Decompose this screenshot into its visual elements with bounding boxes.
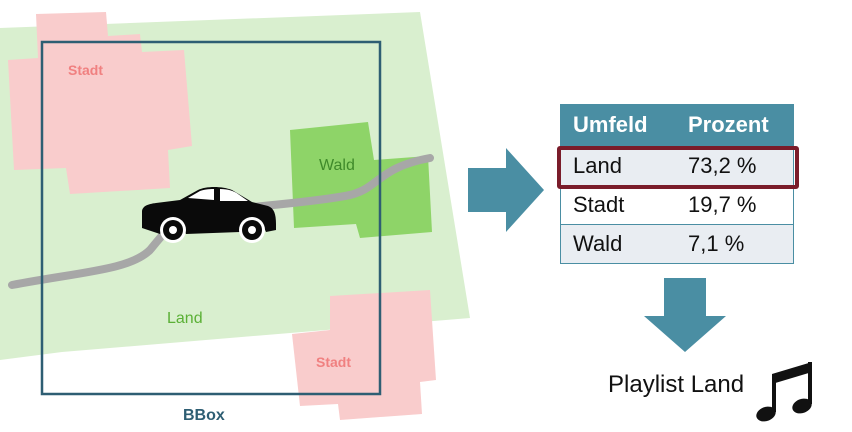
label-city-top: Stadt (68, 62, 103, 78)
forest-area (290, 122, 432, 238)
table-header-row: Umfeld Prozent (560, 104, 794, 147)
cell-umfeld: Land (560, 146, 676, 186)
cell-prozent: 73,2 % (676, 146, 794, 186)
cell-prozent: 19,7 % (676, 185, 794, 225)
header-umfeld: Umfeld (560, 104, 676, 147)
table-row: Stadt 19,7 % (560, 185, 794, 225)
environment-table: Umfeld Prozent Land 73,2 % Stadt 19,7 % … (560, 104, 794, 264)
highlight-frame (557, 146, 799, 189)
table-row: Land 73,2 % (560, 146, 794, 186)
music-note-icon (756, 362, 812, 422)
playlist-label: Playlist Land (608, 371, 745, 398)
header-prozent: Prozent (676, 104, 794, 147)
label-forest: Wald (319, 157, 355, 174)
cell-umfeld: Wald (560, 224, 676, 264)
label-city-bottom: Stadt (316, 354, 351, 370)
label-land: Land (167, 310, 203, 327)
arrow-right-icon (468, 148, 544, 232)
car-icon (142, 187, 276, 243)
table-row: Wald 7,1 % (560, 224, 794, 264)
label-bbox: BBox (183, 407, 225, 424)
city-area-top (8, 12, 192, 194)
bbox-frame (40, 40, 382, 396)
cell-prozent: 7,1 % (676, 224, 794, 264)
cell-umfeld: Stadt (560, 185, 676, 225)
city-area-bottom (292, 290, 436, 420)
arrow-down-icon (644, 278, 726, 352)
